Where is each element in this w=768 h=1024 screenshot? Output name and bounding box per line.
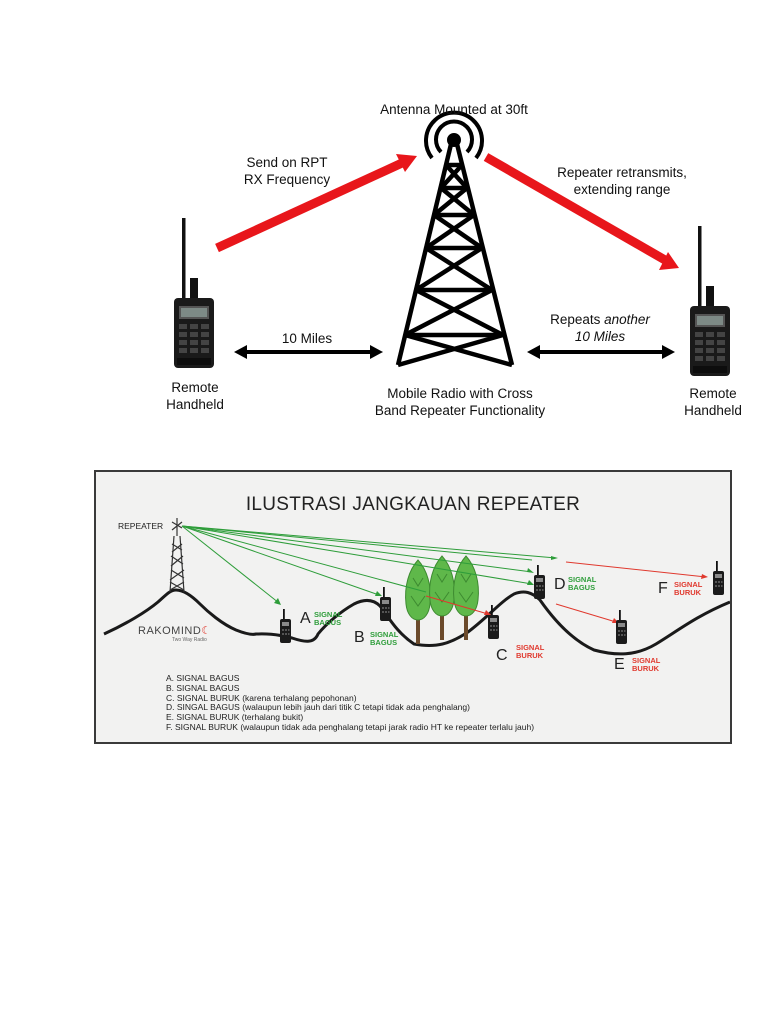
repeater-tower-icon xyxy=(169,518,185,593)
repeater-label: REPEATER xyxy=(118,521,164,531)
repeater-range-illustration: ILUSTRASI JANGKAUAN REPEATER REPEATER RA… xyxy=(94,470,732,744)
good-signal-lines xyxy=(181,525,557,604)
left-handheld-radio-icon xyxy=(174,218,214,368)
legend-item: D. SINGAL BAGUS (walaupun lebih jauh dar… xyxy=(166,702,470,713)
legend-item: E. SIGNAL BURUK (terhalang bukit) xyxy=(166,712,304,723)
point-d-letter: D xyxy=(554,576,566,593)
bad-signal-lines xyxy=(425,561,707,623)
repeater-range-diagram xyxy=(174,110,730,376)
legend-item: F. SIGNAL BURUK (walaupun tidak ada peng… xyxy=(166,721,535,732)
legend-item: A. SIGNAL BAGUS xyxy=(166,673,240,683)
left-distance-arrow xyxy=(234,345,383,359)
antenna-label: Antenna Mounted at 30ft xyxy=(380,102,528,117)
illustration-title: ILUSTRASI JANGKAUAN REPEATER xyxy=(245,494,581,515)
tower-icon xyxy=(395,139,515,368)
terrain-illustration xyxy=(103,518,730,656)
point-a-letter: A xyxy=(300,610,311,627)
left-distance-label: 10 Miles xyxy=(281,331,333,346)
good-signal-arrowheads xyxy=(274,556,558,605)
retransmit-label: Repeater retransmits, extending range xyxy=(557,165,687,197)
terrain-line xyxy=(103,588,730,656)
legend-item: C. SIGNAL BURUK (karena terhalang pepoho… xyxy=(166,692,357,703)
antenna-signal-icon xyxy=(424,110,484,160)
send-arrow xyxy=(215,154,417,253)
point-c-letter: C xyxy=(496,647,508,664)
right-distance-label: Repeats another 10 Miles xyxy=(550,312,650,344)
right-handheld-label: Remote Handheld xyxy=(684,386,742,418)
point-f-letter: F xyxy=(658,580,668,597)
left-handheld-label: Remote Handheld xyxy=(166,380,224,412)
retransmit-arrow xyxy=(483,153,679,270)
center-label: Mobile Radio with Cross Band Repeater Fu… xyxy=(374,386,546,418)
right-handheld-radio-icon xyxy=(690,226,730,376)
right-distance-arrow xyxy=(527,345,675,359)
send-label: Send on RPT RX Frequency xyxy=(243,155,331,187)
legend: A. SIGNAL BAGUS B. SIGNAL BAGUS C. SIGNA… xyxy=(166,673,535,733)
point-b-letter: B xyxy=(354,629,365,646)
brand-logo: RAKOMIND☾ Two Way Radio xyxy=(138,625,212,643)
point-e-letter: E xyxy=(614,656,625,673)
legend-item: B. SIGNAL BAGUS xyxy=(166,682,240,693)
